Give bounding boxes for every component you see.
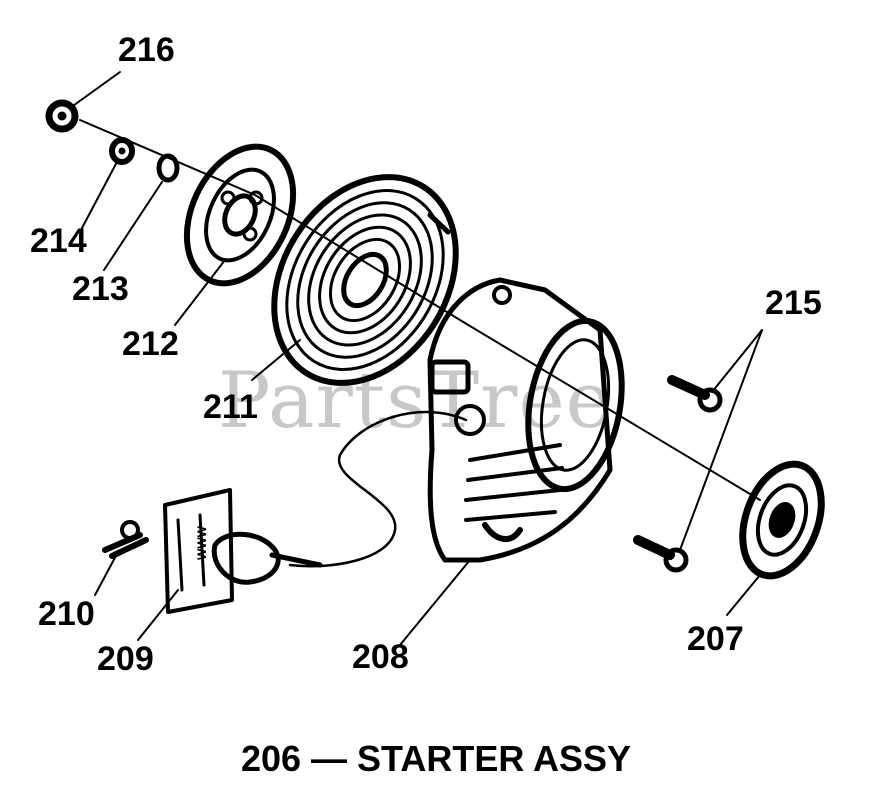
callout-211: 211	[203, 388, 258, 426]
callout-207: 207	[687, 620, 744, 658]
part-208-starter-housing	[427, 277, 625, 563]
part-211-recoil-spring	[271, 174, 459, 386]
leader-lines	[69, 71, 763, 646]
callout-209: 209	[97, 640, 154, 678]
callout-216: 216	[118, 31, 175, 69]
part-207-cover	[739, 460, 825, 580]
callout-213: 213	[72, 270, 129, 308]
part-210-insert	[102, 520, 149, 559]
starter-rope	[288, 410, 468, 568]
callout-215: 215	[765, 284, 822, 322]
callout-210: 210	[38, 595, 95, 633]
part-216-nut	[45, 99, 79, 133]
part-215-screw-lower	[633, 535, 689, 573]
part-215-screw-upper	[667, 375, 723, 413]
part-209-handle	[163, 488, 323, 614]
part-213-washer	[156, 153, 180, 183]
callout-208: 208	[352, 638, 409, 676]
part-214-washer	[109, 137, 135, 165]
diagram-caption: 206 — STARTER ASSY	[240, 738, 632, 779]
decal-text: WWW	[195, 525, 209, 560]
callout-214: 214	[30, 222, 87, 260]
callout-212: 212	[122, 325, 179, 363]
assembly-axis-line	[79, 119, 761, 501]
